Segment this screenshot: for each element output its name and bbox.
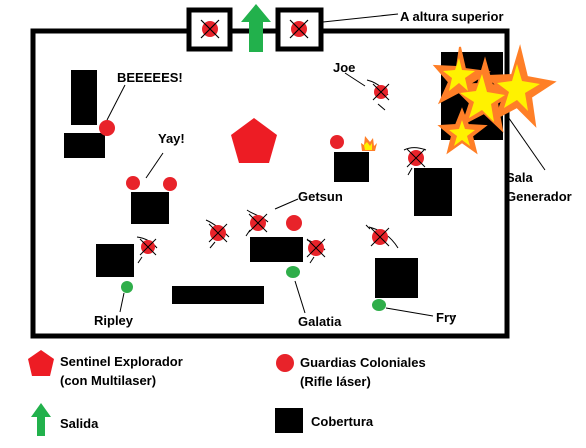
downed-guard-left xyxy=(136,236,158,264)
guard-yay-right xyxy=(163,177,177,191)
guard-beeeees xyxy=(99,120,115,136)
upper-level-pointer xyxy=(322,13,399,23)
cover-block xyxy=(64,133,105,158)
legend-sentinel-line2: (con Multilaser) xyxy=(60,373,156,388)
downed-guard-center-left xyxy=(205,219,230,249)
legend-guards-line1: Guardias Coloniales xyxy=(300,355,426,370)
guard-getsun-right xyxy=(286,215,302,231)
pointer-lines xyxy=(106,72,546,317)
guard-yay-left xyxy=(126,176,140,190)
cover-block xyxy=(414,168,452,216)
legend-sentinel-icon xyxy=(28,350,54,376)
allies xyxy=(121,266,386,311)
ally-galatia xyxy=(286,266,300,278)
label-beeeees: BEEEEES! xyxy=(117,70,183,85)
cover-block xyxy=(71,70,97,125)
ally-ripley xyxy=(121,281,133,293)
cover-block xyxy=(250,237,303,262)
legend-exit-arrow-icon xyxy=(31,403,51,436)
cover-block xyxy=(334,152,369,182)
downed-guard-lower-right xyxy=(365,224,399,249)
legend-cover-icon xyxy=(275,408,303,433)
guard-near-fire xyxy=(330,135,344,149)
exit-arrow xyxy=(241,4,271,52)
cover-block xyxy=(172,286,264,304)
legend-sentinel-line1: Sentinel Explorador xyxy=(60,354,183,369)
legend-guard-icon xyxy=(276,354,294,372)
label-ripley: Ripley xyxy=(94,313,134,328)
cover-block xyxy=(375,258,418,298)
label-fry: Fry xyxy=(436,310,457,325)
colonial-guards xyxy=(99,120,344,231)
downed-guard-right xyxy=(403,147,427,176)
label-generator-room-2: Generador xyxy=(506,189,572,204)
label-generator-room-1: Sala xyxy=(506,170,534,185)
ally-fry xyxy=(372,299,386,311)
upper-level-marker-left xyxy=(186,7,233,52)
label-yay: Yay! xyxy=(158,131,185,146)
cover-block xyxy=(131,192,169,224)
sentinel-explorador xyxy=(231,118,277,163)
label-joe: Joe xyxy=(333,60,355,75)
downed-guard-joe xyxy=(366,79,390,111)
cover-block xyxy=(96,244,134,277)
legend-cover-label: Cobertura xyxy=(311,414,374,429)
upper-level-marker-right xyxy=(275,7,324,52)
downed-guard-center-right xyxy=(306,238,326,264)
legend-guards-line2: (Rifle láser) xyxy=(300,374,371,389)
label-galatia: Galatia xyxy=(298,314,342,329)
legend: Sentinel Explorador (con Multilaser) Gua… xyxy=(28,350,426,436)
upper-level-label: A altura superior xyxy=(400,9,504,24)
fire-explosion xyxy=(361,44,557,155)
room-outline xyxy=(30,28,510,339)
legend-exit-label: Salida xyxy=(60,416,99,431)
downed-guard-getsun xyxy=(245,209,269,237)
label-getsun: Getsun xyxy=(298,189,343,204)
